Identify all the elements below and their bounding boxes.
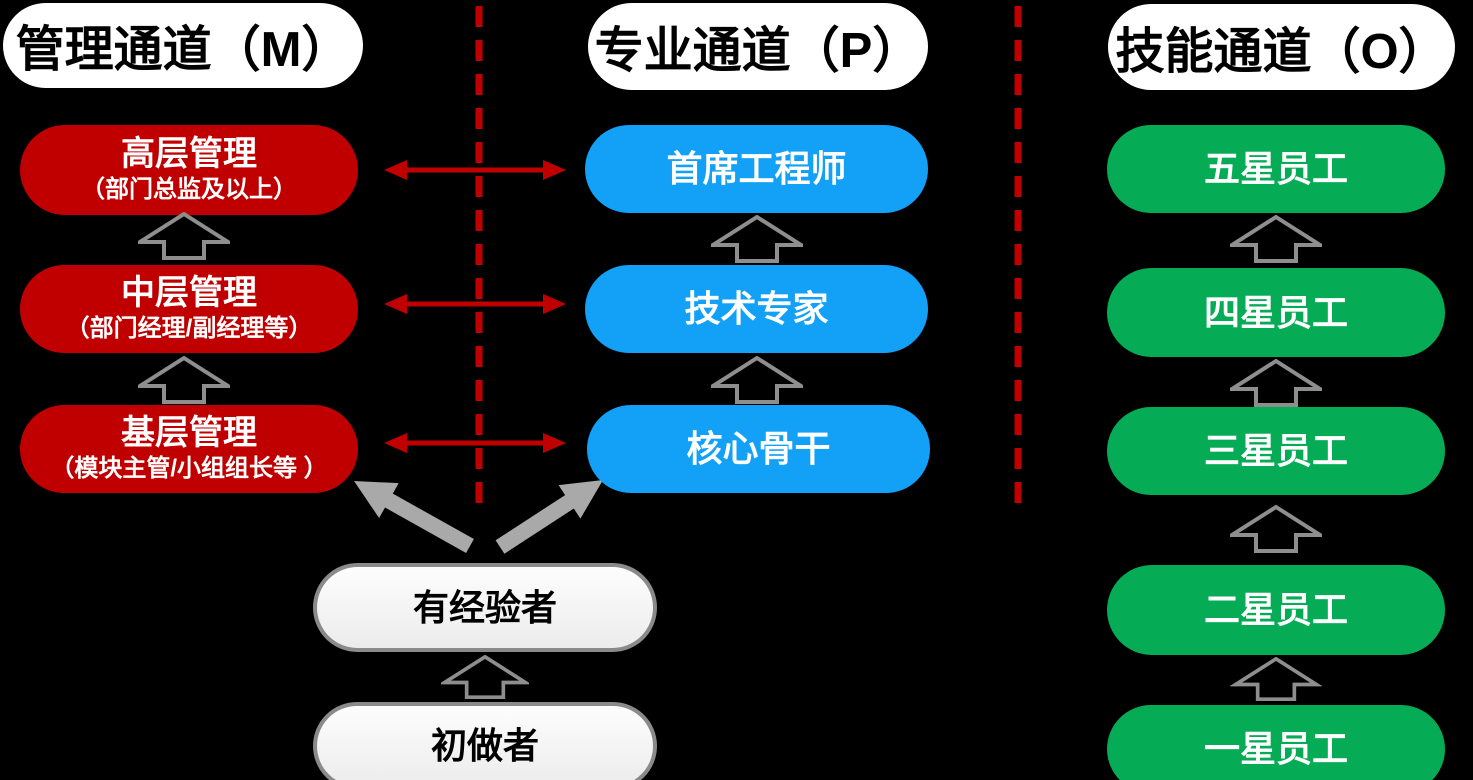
transfer-arrow-row-2-icon	[384, 294, 566, 314]
entry-to-management-arrow-icon	[354, 481, 474, 553]
promotion-up-arrow-icon	[711, 215, 803, 263]
level-title: 基层管理	[121, 414, 257, 453]
management-channel-header: 管理通道（M）	[3, 3, 363, 88]
promotion-up-arrow-icon	[711, 356, 803, 404]
level-title: 二星员工	[1203, 589, 1348, 631]
channel-header-label: 技能通道（O）	[1115, 24, 1448, 79]
level-title: 五星员工	[1203, 148, 1348, 190]
professional-level-technical-expert: 技术专家	[585, 265, 928, 353]
channel-header-label: 管理通道（M）	[15, 23, 351, 77]
level-title: 中层管理	[121, 274, 257, 313]
promotion-up-arrow-icon	[1230, 657, 1322, 701]
skill-level-four-star: 四星员工	[1107, 268, 1445, 357]
level-title: 三星员工	[1203, 430, 1348, 472]
level-title: 高层管理	[121, 135, 257, 174]
level-title: 一星员工	[1203, 728, 1348, 770]
skill-level-two-star: 二星员工	[1107, 565, 1445, 655]
professional-level-chief-engineer: 首席工程师	[585, 125, 928, 213]
management-level-junior: 基层管理 （模块主管/小组组长等 ）	[20, 405, 358, 493]
level-subtitle: （部门经理/副经理等）	[65, 314, 313, 342]
skill-level-three-star: 三星员工	[1107, 407, 1445, 495]
level-title: 四星员工	[1203, 291, 1348, 333]
level-subtitle: （模块主管/小组组长等 ）	[50, 454, 328, 482]
promotion-up-arrow-icon	[1230, 505, 1322, 553]
professional-channel-header: 专业通道（P）	[588, 3, 928, 90]
promotion-up-arrow-icon	[138, 356, 230, 404]
management-level-middle: 中层管理 （部门经理/副经理等）	[20, 265, 358, 353]
skill-channel-header: 技能通道（O）	[1108, 4, 1455, 90]
level-title: 技术专家	[684, 288, 829, 330]
transfer-arrow-row-3-icon	[384, 433, 566, 453]
level-title: 初做者	[430, 725, 539, 767]
promotion-up-arrow-icon	[138, 212, 230, 260]
level-title: 首席工程师	[666, 148, 847, 190]
skill-level-five-star: 五星员工	[1107, 125, 1445, 213]
entry-level-beginner: 初做者	[313, 702, 657, 780]
promotion-up-arrow-icon	[441, 655, 529, 699]
management-level-senior: 高层管理 （部门总监及以上）	[20, 125, 358, 215]
skill-level-one-star: 一星员工	[1107, 705, 1445, 780]
promotion-up-arrow-icon	[1230, 359, 1322, 407]
professional-level-core-backbone: 核心骨干	[587, 405, 930, 493]
level-title: 核心骨干	[686, 428, 831, 470]
transfer-arrow-row-1-icon	[384, 160, 566, 180]
entry-to-professional-arrow-icon	[495, 480, 603, 554]
level-title: 有经验者	[412, 586, 557, 628]
promotion-up-arrow-icon	[1230, 215, 1322, 263]
channel-header-label: 专业通道（P）	[594, 24, 922, 78]
level-subtitle: （部门总监及以上）	[81, 175, 297, 203]
entry-level-experienced: 有经验者	[313, 563, 657, 652]
